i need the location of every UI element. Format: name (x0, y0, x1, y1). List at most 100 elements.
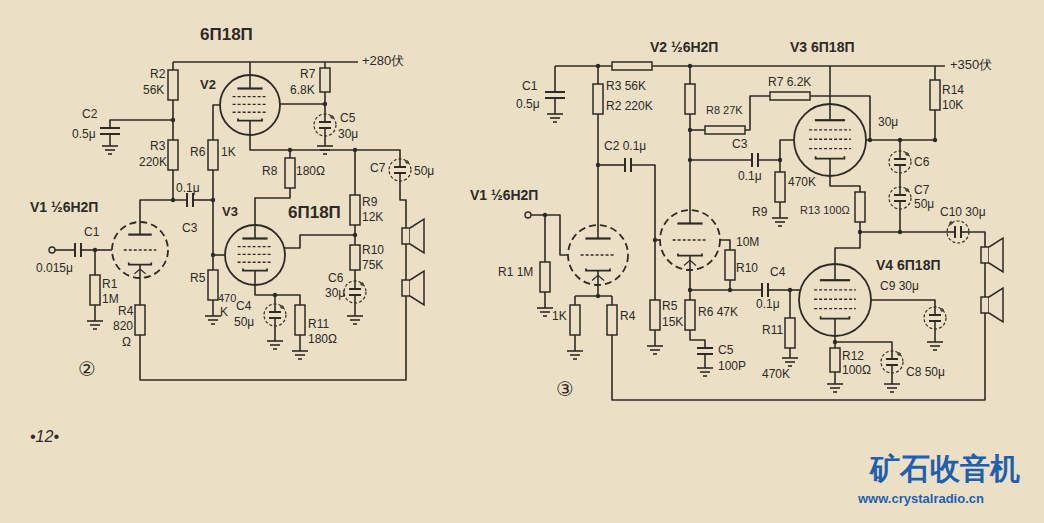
part-label: C4 (770, 266, 785, 279)
resistor-symbol (685, 300, 695, 330)
wire (597, 66, 599, 84)
tube-cathode (678, 254, 702, 256)
resistor-symbol (612, 62, 652, 70)
wire (172, 170, 174, 200)
wire (399, 159, 401, 167)
plus-mark (361, 282, 362, 286)
wire (250, 135, 400, 159)
capacitor-symbol (394, 166, 406, 168)
wire (399, 173, 401, 181)
resistor-symbol (350, 195, 360, 225)
part-label: R2 (150, 68, 165, 81)
wire (299, 335, 301, 345)
resistor-symbol (208, 270, 218, 300)
wire (789, 290, 791, 318)
wire (654, 340, 656, 346)
wire (324, 140, 326, 146)
part-label: R13 100Ω (800, 204, 850, 216)
ground-symbol (205, 315, 221, 317)
tube-lead (139, 222, 141, 235)
part-label: R10 (736, 262, 758, 275)
wire (899, 140, 901, 151)
part-label: 0.1μ (756, 298, 780, 311)
tube-lead (249, 121, 251, 135)
wire (255, 285, 300, 305)
capacitor-symbol (74, 243, 76, 257)
resistor-symbol (168, 70, 178, 100)
wire (173, 61, 358, 63)
resistor-symbol (320, 68, 330, 92)
ground-symbol (108, 153, 112, 155)
part-label: C3 (732, 138, 747, 151)
wire (745, 96, 770, 130)
tube-name: V2 ½6Н2П (650, 40, 718, 55)
ground-symbol (540, 311, 550, 313)
tube-lead (249, 75, 251, 89)
wire (899, 165, 901, 173)
part-label: 1M (102, 293, 119, 306)
resistor-symbol (705, 126, 745, 134)
tube-cathode (129, 263, 151, 265)
speaker-symbol (989, 288, 1003, 322)
wire (720, 240, 730, 250)
resistor-symbol (540, 262, 550, 292)
tube-cathode (586, 269, 610, 271)
wire (729, 280, 731, 290)
part-label: 470K (762, 368, 790, 381)
capacitor-symbol (319, 121, 331, 123)
wire (611, 296, 613, 305)
wire (324, 114, 326, 122)
part-label: 30μ (338, 128, 358, 141)
ground-symbol (884, 383, 900, 385)
ground-symbol (887, 387, 897, 389)
ground-symbol (833, 391, 837, 393)
part-label: 75K (362, 259, 383, 272)
wire (354, 303, 356, 310)
tube-lead (597, 271, 599, 285)
tube-envelope (660, 210, 720, 270)
electrolytic-outline (924, 307, 946, 329)
tube-cathode (243, 269, 267, 271)
capacitor-symbol (894, 158, 906, 160)
ground-symbol (772, 217, 788, 219)
wire (94, 250, 96, 275)
tube-grid (814, 308, 856, 309)
tube-grid (809, 129, 851, 130)
ground-symbol (697, 367, 713, 369)
wire (860, 222, 947, 232)
wire (934, 307, 936, 315)
part-label: R9 (752, 206, 767, 219)
wire (899, 151, 901, 159)
wire (654, 240, 656, 300)
wire (140, 296, 406, 380)
electrolytic-outline (881, 351, 903, 373)
tube-grid (581, 254, 616, 255)
wire (810, 96, 870, 140)
wire (891, 365, 893, 373)
ground-symbol (653, 353, 657, 355)
ground-symbol (292, 350, 308, 352)
ground-symbol (350, 319, 360, 321)
tube-grid (124, 249, 156, 250)
wire (654, 330, 656, 340)
part-label: 56K (143, 84, 164, 97)
resistor-symbol (607, 305, 617, 335)
electrolytic-outline (889, 187, 911, 209)
wire (961, 231, 969, 233)
wire (212, 170, 214, 200)
electrolytic-outline (264, 304, 286, 326)
speaker-symbol (981, 247, 989, 263)
ground-symbol (778, 225, 782, 227)
supply-voltage: +350伏 (950, 58, 992, 72)
ground-symbol (573, 358, 577, 360)
tube-cathode (238, 119, 262, 121)
part-label: C4 (236, 300, 251, 313)
ground-symbol (211, 323, 215, 325)
ground-symbol (543, 315, 547, 317)
capacitor-symbol (954, 226, 956, 238)
part-label: 1K (221, 146, 236, 159)
plus-mark (331, 115, 332, 119)
part-label: Ω (122, 336, 131, 349)
tube-name: V4 6П18П (876, 258, 941, 273)
ground-symbol (785, 361, 795, 363)
